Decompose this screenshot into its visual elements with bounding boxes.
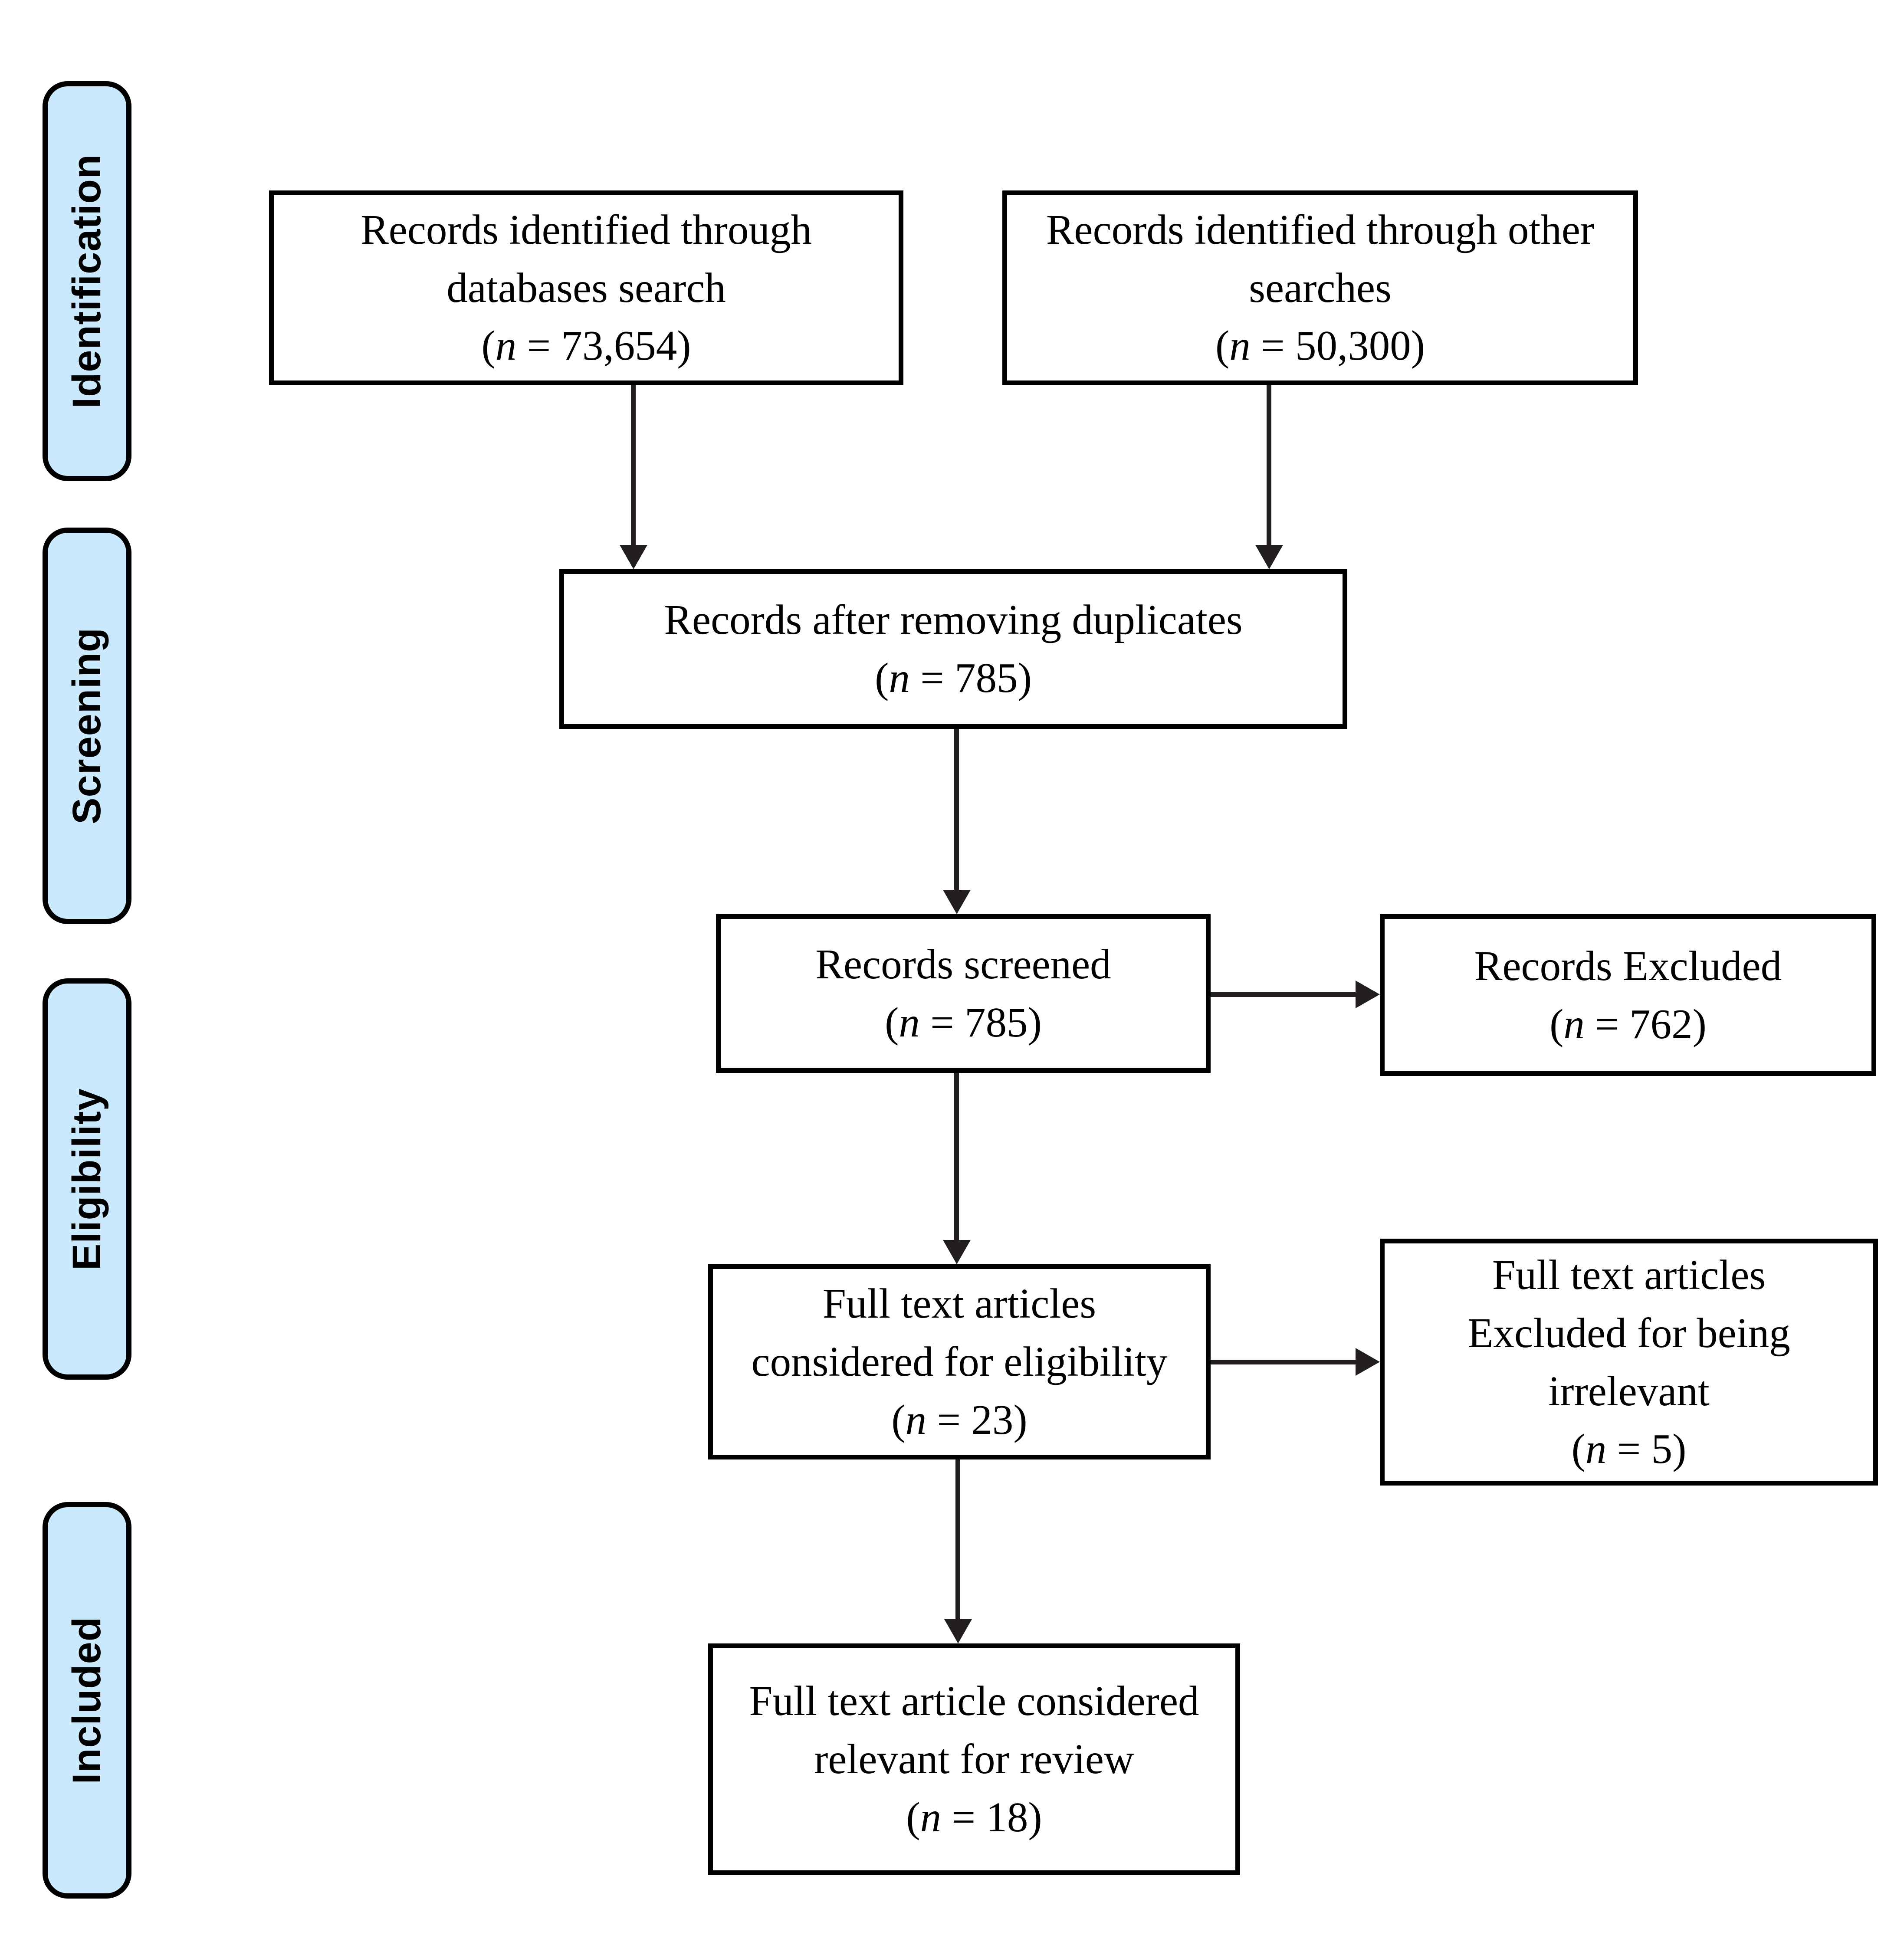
flow-box-included-review: Full text article considered relevant fo… xyxy=(708,1643,1240,1875)
n-symbol: n xyxy=(905,1396,927,1443)
box-text-line: Records after removing duplicates xyxy=(664,597,1243,643)
arrow-screened-to-eligibility-line xyxy=(954,1073,959,1242)
stage-label-eligibility: Eligibility xyxy=(43,978,131,1380)
box-text-line: Records screened xyxy=(815,941,1111,988)
box-text-line: Full text article considered xyxy=(749,1678,1199,1725)
flow-box-records-after-duplicates: Records after removing duplicates (n = 7… xyxy=(559,569,1347,729)
arrow-databases-to-duplicates-head-icon xyxy=(620,545,647,569)
box-text-line: irrelevant xyxy=(1548,1368,1710,1414)
stage-label-text: Eligibility xyxy=(65,1088,109,1270)
arrow-screened-to-eligibility-head-icon xyxy=(943,1240,971,1264)
arrow-duplicates-to-screened-line xyxy=(954,729,959,892)
box-stat-line: (n = 785) xyxy=(875,655,1032,701)
arrow-eligibility-to-review-line xyxy=(955,1459,960,1621)
n-symbol: n xyxy=(1585,1426,1607,1473)
flow-box-fulltext-eligibility: Full text articles considered for eligib… xyxy=(708,1264,1211,1459)
stage-label-text: Screening xyxy=(65,627,109,824)
box-stat-line: (n = 18) xyxy=(906,1794,1042,1840)
stage-label-identification: Identification xyxy=(43,81,131,481)
n-symbol: n xyxy=(899,999,920,1046)
arrow-duplicates-to-screened-head-icon xyxy=(943,890,971,914)
arrow-other-to-duplicates-line xyxy=(1267,385,1271,547)
box-stat-line: (n = 23) xyxy=(891,1396,1028,1443)
box-text-line: Full text articles xyxy=(822,1280,1096,1327)
n-symbol: n xyxy=(889,655,910,701)
box-text-line: Excluded for being xyxy=(1467,1309,1790,1356)
n-symbol: n xyxy=(495,322,517,369)
box-text-line: databases search xyxy=(446,264,726,311)
n-symbol: n xyxy=(1229,322,1251,369)
box-text-line: considered for eligibility xyxy=(751,1338,1168,1385)
arrow-screened-to-excluded-head-icon xyxy=(1356,981,1380,1008)
box-text-line: Records identified through other xyxy=(1046,206,1595,253)
arrow-screened-to-excluded-line xyxy=(1211,992,1357,997)
box-stat-line: (n = 785) xyxy=(885,999,1042,1046)
n-symbol: n xyxy=(920,1794,942,1840)
arrow-eligibility-to-ftexcluded-head-icon xyxy=(1356,1348,1380,1376)
arrow-databases-to-duplicates-line xyxy=(631,385,636,547)
box-text-line: relevant for review xyxy=(814,1736,1134,1783)
box-text-line: Full text articles xyxy=(1492,1251,1766,1298)
arrow-eligibility-to-ftexcluded-line xyxy=(1211,1360,1357,1364)
box-text-line: Records identified through xyxy=(361,206,812,253)
n-symbol: n xyxy=(1563,1000,1585,1047)
flow-box-records-identified-databases: Records identified through databases sea… xyxy=(269,190,903,385)
stage-label-included: Included xyxy=(43,1502,131,1899)
flow-box-records-excluded: Records Excluded (n = 762) xyxy=(1380,914,1876,1076)
box-text-line: Records Excluded xyxy=(1474,942,1782,989)
box-text-line: searches xyxy=(1249,264,1392,311)
flow-box-records-screened: Records screened (n = 785) xyxy=(716,914,1211,1073)
box-stat-line: (n = 5) xyxy=(1571,1426,1687,1473)
box-stat-line: (n = 73,654) xyxy=(481,322,691,369)
stage-label-text: Identification xyxy=(65,154,109,409)
flow-box-records-identified-other: Records identified through other searche… xyxy=(1002,190,1638,385)
box-stat-line: (n = 50,300) xyxy=(1215,322,1425,369)
flow-box-fulltext-excluded: Full text articles Excluded for being ir… xyxy=(1380,1239,1878,1486)
stage-label-text: Included xyxy=(65,1616,109,1784)
arrow-eligibility-to-review-head-icon xyxy=(944,1619,972,1643)
box-stat-line: (n = 762) xyxy=(1549,1000,1707,1047)
stage-label-screening: Screening xyxy=(43,528,131,924)
arrow-other-to-duplicates-head-icon xyxy=(1255,545,1283,569)
